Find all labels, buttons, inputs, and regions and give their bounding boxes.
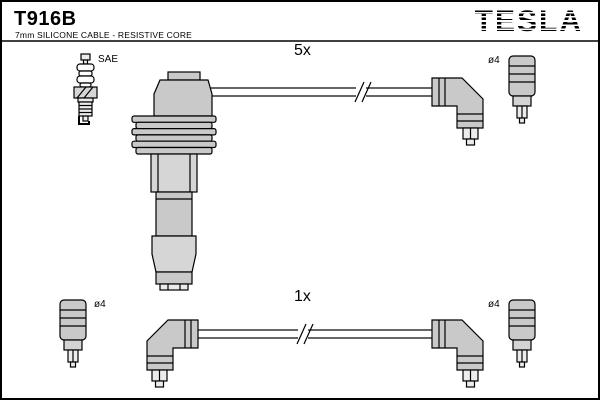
part-number: T916B bbox=[14, 8, 77, 30]
bottom-cable-break bbox=[296, 323, 314, 345]
terminal-diameter-label-bottom-right: ø4 bbox=[488, 299, 500, 310]
bottom-cable bbox=[195, 329, 435, 339]
bottom-quantity-label: 1x bbox=[294, 288, 311, 305]
terminal-diameter-label-bottom-left: ø4 bbox=[94, 299, 106, 310]
sae-label: SAE bbox=[98, 54, 119, 65]
terminal-diameter-label-top-right: ø4 bbox=[488, 55, 500, 66]
terminal-top-right bbox=[508, 55, 536, 124]
elbow-boot-bottom-right bbox=[431, 319, 484, 388]
cable-spec-subtitle: 7mm SILICONE CABLE - RESISTIVE CORE bbox=[15, 30, 193, 40]
elbow-boot-top-right bbox=[431, 77, 484, 146]
coil-boot bbox=[131, 71, 217, 291]
terminal-bottom-left bbox=[59, 299, 87, 368]
brand-logo: TESLA bbox=[474, 5, 583, 38]
top-quantity-label: 5x bbox=[294, 42, 311, 59]
spark-plug-icon bbox=[73, 53, 98, 125]
top-cable-break bbox=[354, 81, 372, 103]
top-cable bbox=[206, 87, 435, 97]
elbow-boot-bottom-left bbox=[146, 319, 199, 388]
terminal-bottom-right bbox=[508, 299, 536, 368]
